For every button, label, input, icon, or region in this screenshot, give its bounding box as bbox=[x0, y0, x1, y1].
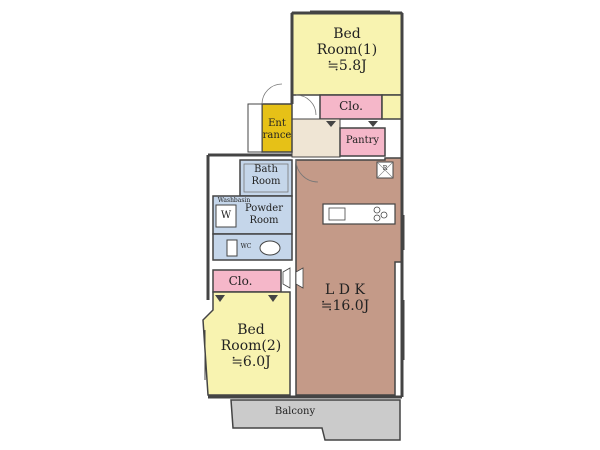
bed-room-1-name2: Room(1) bbox=[316, 42, 378, 59]
bath-inner bbox=[243, 163, 289, 193]
ldk-area: ≒16.0J bbox=[320, 298, 370, 315]
bed-room-2-name2: Room(2) bbox=[220, 338, 282, 355]
bed-room-1-label: Bed Room(1) ≒5.8J bbox=[312, 26, 382, 74]
kitchen-sink bbox=[328, 207, 346, 221]
entrance-line2: rance bbox=[262, 129, 292, 141]
entrance-step bbox=[247, 103, 263, 153]
door-ldk-left-arc-2 bbox=[295, 267, 304, 289]
closet-marker-2 bbox=[268, 295, 278, 302]
closet-top-label: Clo. bbox=[339, 99, 363, 113]
entrance-line1: Ent bbox=[268, 118, 286, 129]
bath-room bbox=[239, 159, 293, 197]
balcony-label: Balcony bbox=[274, 406, 316, 417]
washbasin-label: Washbasin bbox=[217, 197, 251, 204]
wc-fixture-a bbox=[226, 239, 238, 257]
closet-left-label: Clo. bbox=[228, 274, 253, 288]
door-ldk-arc bbox=[295, 159, 319, 183]
closet-marker-3 bbox=[326, 121, 336, 127]
powder-room-line1: Powder bbox=[244, 203, 283, 214]
ldk-room bbox=[295, 157, 403, 396]
toilet-fixture bbox=[259, 240, 281, 256]
powder-room-label: Powder Room bbox=[236, 203, 292, 226]
door-entrance-arc bbox=[261, 83, 283, 105]
ldk-name: L D K bbox=[325, 282, 365, 298]
bath-room-line1: Bath bbox=[254, 164, 278, 175]
closet-top-side bbox=[381, 94, 403, 120]
bath-room-line2: Room bbox=[251, 175, 281, 187]
door-ldk-left-arc bbox=[282, 267, 291, 289]
stove-burner bbox=[373, 206, 381, 214]
bed-room-2 bbox=[202, 291, 291, 396]
refrigerator-label: R bbox=[382, 165, 388, 172]
stove-burner-3 bbox=[373, 214, 381, 222]
bed-room-1-name: Bed bbox=[333, 26, 361, 42]
entrance-label: Ent rance bbox=[260, 118, 294, 141]
ldk-label: L D K ≒16.0J bbox=[300, 282, 390, 314]
washer-box bbox=[215, 204, 237, 228]
wc-label: WC bbox=[240, 243, 252, 250]
stove-burner-2 bbox=[380, 211, 388, 219]
balcony bbox=[230, 399, 401, 441]
pantry-label: Pantry bbox=[345, 135, 380, 146]
washer-label: W bbox=[220, 210, 232, 221]
bed-room-1-area: ≒5.8J bbox=[327, 58, 367, 75]
powder-room-line2: Room bbox=[249, 214, 279, 226]
bed-room-2-label: Bed Room(2) ≒6.0J bbox=[216, 322, 286, 370]
bath-room-label: Bath Room bbox=[240, 164, 292, 187]
door-bed1-arc bbox=[295, 94, 317, 116]
pantry bbox=[339, 127, 386, 157]
bed-room-2-area: ≒6.0J bbox=[231, 354, 271, 371]
closet-marker-1 bbox=[215, 295, 225, 302]
closet-marker-4 bbox=[368, 121, 378, 127]
bed-room-2-name: Bed bbox=[237, 322, 265, 338]
